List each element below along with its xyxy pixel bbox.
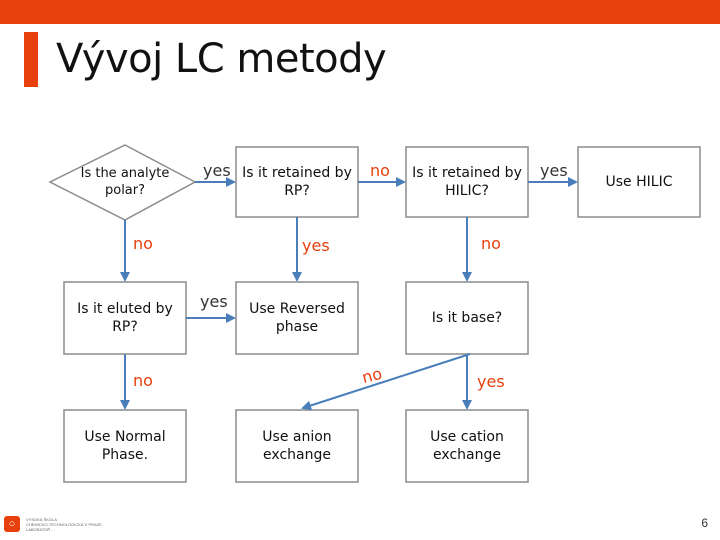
- institution-logo-text: VYSOKÁ ŠKOLA CHEMICKO-TECHNOLOGICKÁ V PR…: [26, 517, 102, 532]
- box-use-cation: [405, 409, 529, 483]
- node-use-cation: Use cation exchange: [430, 428, 504, 463]
- edge-label-yes-eluted: yes: [200, 292, 228, 311]
- node-use-reversed: Use Reversed phase: [249, 300, 345, 335]
- node-retained-rp: Is it retained by RP?: [242, 164, 352, 199]
- box-is-base: [405, 281, 529, 355]
- page-number: 6: [701, 516, 708, 530]
- top-accent-bar: [0, 0, 720, 24]
- node-use-hilic: Use HILIC: [605, 173, 673, 190]
- box-use-anion: [235, 409, 359, 483]
- box-use-reversed: [235, 281, 359, 355]
- edge-label-yes-hilic: yes: [540, 161, 568, 180]
- edge-label-yes-polar: yes: [203, 161, 231, 180]
- edge-label-yes-base: yes: [477, 372, 505, 391]
- node-is-base: Is it base?: [431, 309, 503, 326]
- node-retained-hilic: Is it retained by HILIC?: [412, 164, 522, 199]
- institution-logo-icon: ○: [4, 516, 20, 532]
- box-use-normal: [63, 409, 187, 483]
- edge-label-yes-rp: yes: [302, 236, 330, 255]
- title-accent-bar: [24, 32, 38, 87]
- edge-label-no-hilic: no: [481, 234, 501, 253]
- node-analyte-polar: Is the analyte polar?: [80, 166, 170, 198]
- node-use-anion: Use anion exchange: [262, 428, 332, 463]
- node-eluted-rp: Is it eluted by RP?: [77, 300, 173, 335]
- edge-label-no-polar: no: [133, 234, 153, 253]
- slide-title: Vývoj LC metody: [56, 36, 387, 82]
- box-use-hilic: [577, 146, 701, 218]
- node-use-normal: Use Normal Phase.: [84, 428, 166, 463]
- edge-label-no-eluted: no: [133, 371, 153, 390]
- box-eluted-rp: [63, 281, 187, 355]
- edge-label-no-rp: no: [370, 161, 390, 180]
- arrow-base-to-anion: [301, 353, 471, 411]
